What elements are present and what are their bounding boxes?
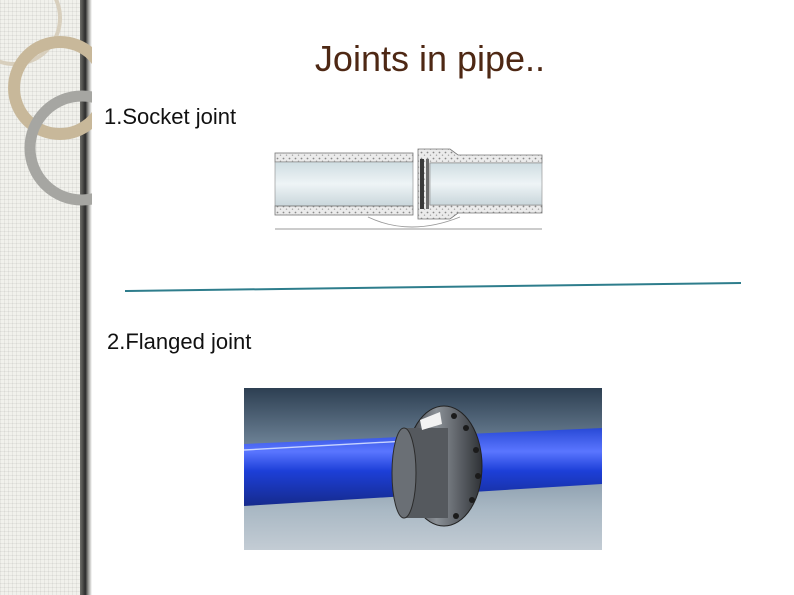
slide-title: Joints in pipe.. (314, 38, 546, 79)
bolt-5 (453, 513, 459, 519)
ring-gray (24, 90, 92, 206)
divider-stroke (124, 282, 742, 292)
section-divider-line (124, 282, 742, 292)
bolt-1 (463, 425, 469, 431)
spigot-wall-top (274, 152, 414, 163)
decorative-rings (0, 0, 92, 206)
pipe-highlight (244, 439, 425, 451)
band-edge-shadow (80, 0, 92, 595)
bolt-4 (469, 497, 475, 503)
gasket-ring-2 (426, 159, 429, 209)
flanged-joint-image (244, 388, 602, 550)
socket-bore (429, 162, 543, 206)
bolt-2 (473, 447, 479, 453)
collar-face (391, 427, 417, 519)
bolt-6 (451, 413, 457, 419)
item-flanged-joint: 2.Flanged joint (107, 329, 252, 354)
socket-joint-diagram (274, 148, 543, 230)
spigot-wall-bottom (274, 205, 414, 216)
deflection-arc (367, 216, 461, 228)
flange-gap-highlight (420, 412, 442, 430)
bolt-3 (475, 473, 481, 479)
ring-tan (8, 36, 92, 140)
spigot-bore (274, 161, 414, 207)
item-socket-joint: 1.Socket joint (104, 104, 237, 129)
gasket-ring-1 (420, 159, 424, 209)
